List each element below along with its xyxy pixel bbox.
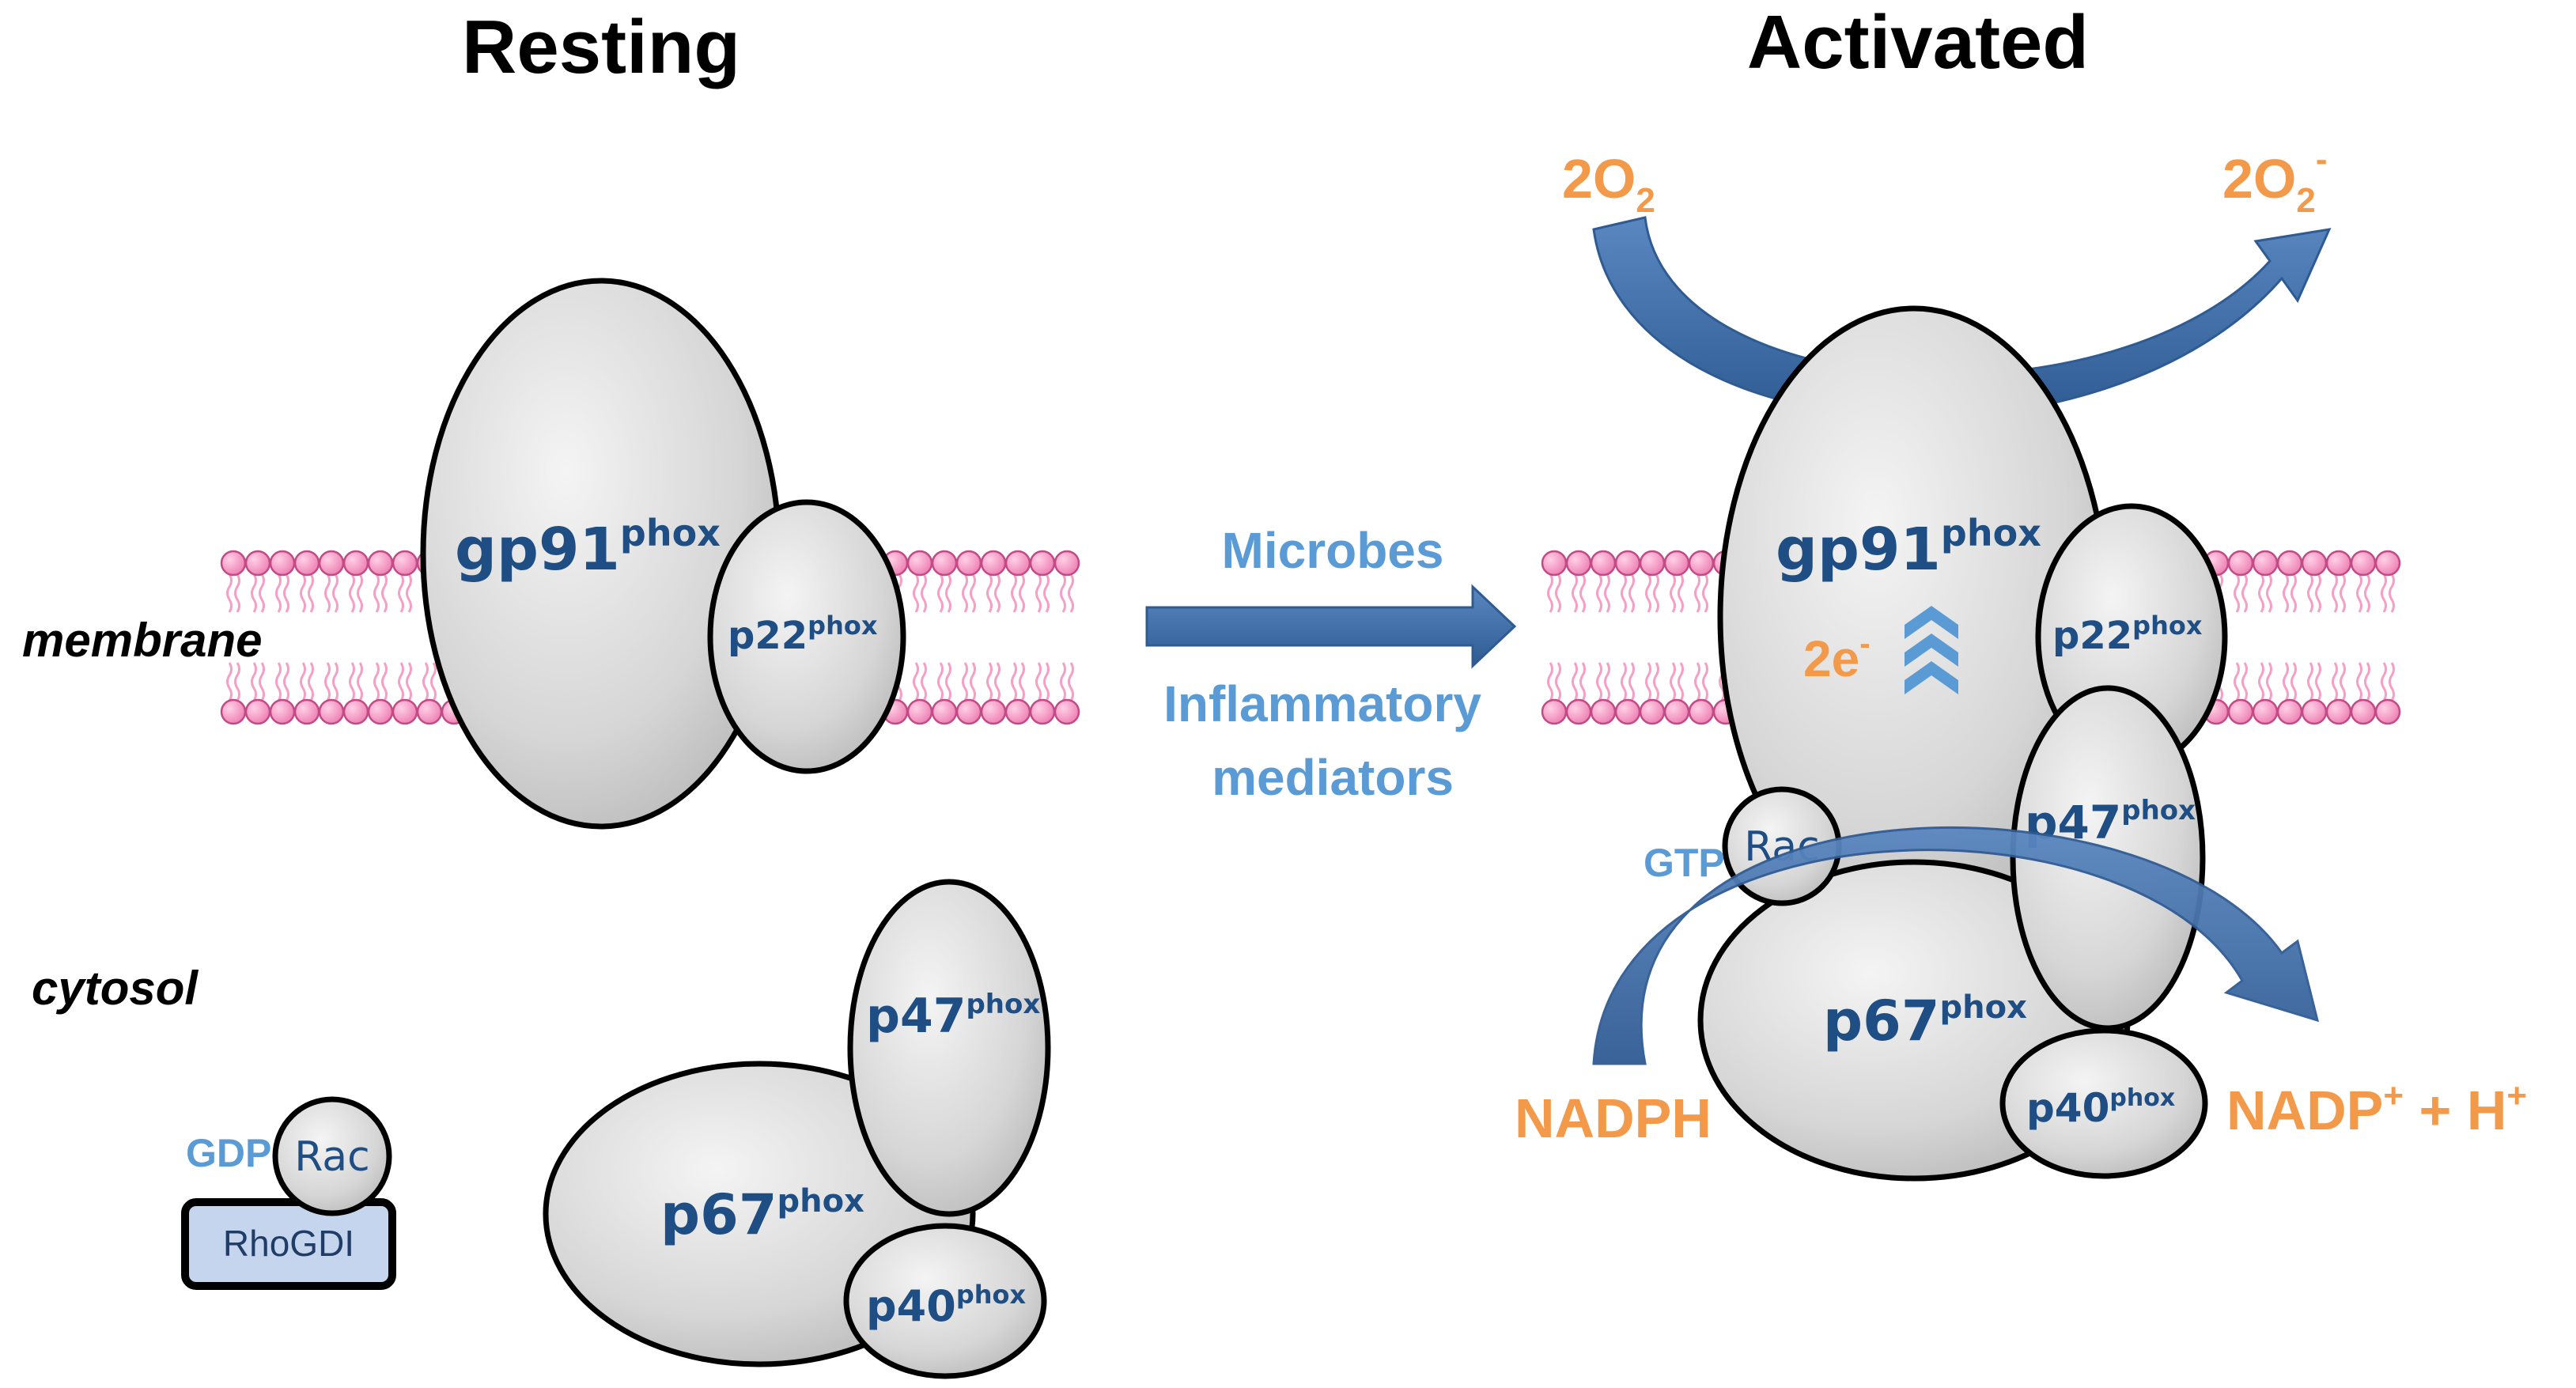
rhogdi-box bbox=[181, 1198, 396, 1290]
p67-label-activated: p67phox bbox=[1823, 989, 2027, 1053]
nadp-output: NADP+ + H+ bbox=[2226, 1076, 2527, 1141]
lipid-head bbox=[1004, 661, 1031, 725]
lipid-head bbox=[1590, 661, 1617, 725]
lipid-head bbox=[293, 550, 320, 614]
rhogdi-label: RhoGDI bbox=[223, 1223, 354, 1264]
lipid-head bbox=[293, 661, 320, 725]
p22-label-activated: p22phox bbox=[2052, 611, 2203, 658]
lipid-head bbox=[220, 661, 247, 725]
lipid-head bbox=[342, 550, 369, 614]
p40-subunit-activated bbox=[1999, 1027, 2208, 1179]
p67-label-resting: p67phox bbox=[660, 1182, 864, 1247]
p22-label-resting: p22phox bbox=[728, 611, 878, 658]
title-resting: Resting bbox=[462, 5, 740, 89]
lipid-head bbox=[244, 550, 271, 614]
oxygen-reduction-arrow bbox=[1592, 216, 2332, 419]
lipid-head bbox=[318, 550, 345, 614]
lipid-head bbox=[2350, 550, 2377, 614]
lipid-head bbox=[269, 550, 296, 614]
gp91-label-resting: gp91phox bbox=[455, 512, 721, 584]
gp91-label-activated: gp91phox bbox=[1776, 512, 2041, 584]
lipid-head bbox=[392, 661, 418, 725]
lipid-head bbox=[1688, 550, 1715, 614]
lipid-head bbox=[416, 661, 443, 725]
lipid-head bbox=[1053, 661, 1080, 725]
gtp-label: GTP bbox=[1644, 841, 1725, 885]
lipid-head bbox=[1639, 661, 1666, 725]
p47-subunit-resting bbox=[847, 879, 1051, 1217]
title-activated: Activated bbox=[1747, 0, 2089, 85]
activation-arrow bbox=[1145, 584, 1517, 669]
lipid-head bbox=[2252, 661, 2279, 725]
lipid-head bbox=[2301, 661, 2328, 725]
lipid-head bbox=[1639, 550, 1666, 614]
nadph-oxidation-arrow bbox=[1592, 826, 2320, 1065]
nadph-label: NADPH bbox=[1515, 1087, 1712, 1149]
electrons-label: 2e- bbox=[1803, 626, 1871, 687]
lipid-head bbox=[367, 661, 394, 725]
lipid-head bbox=[1663, 550, 1690, 614]
rac-subunit-resting bbox=[272, 1096, 392, 1216]
membrane-label: membrane bbox=[22, 614, 262, 667]
lipid-head bbox=[220, 550, 247, 614]
lipid-head bbox=[269, 661, 296, 725]
p40-label-activated: p40phox bbox=[2026, 1084, 2175, 1131]
lipid-head bbox=[931, 550, 958, 614]
lipid-head bbox=[980, 661, 1007, 725]
lipid-head bbox=[906, 661, 933, 725]
lipid-head bbox=[1590, 550, 1617, 614]
lipid-head bbox=[367, 550, 394, 614]
rac-label-resting: Rac bbox=[294, 1133, 369, 1181]
lipid-head bbox=[1029, 550, 1056, 614]
lipid-head bbox=[2276, 550, 2303, 614]
superoxide-output: 2O2- bbox=[2222, 140, 2328, 220]
lipid-head bbox=[2252, 550, 2279, 614]
electron-transfer-chevrons bbox=[1905, 606, 1958, 694]
cytosol-label: cytosol bbox=[32, 962, 199, 1015]
gdp-label: GDP bbox=[186, 1131, 271, 1175]
lipid-head bbox=[931, 661, 958, 725]
lipid-head bbox=[2301, 550, 2328, 614]
lipid-head bbox=[1565, 661, 1592, 725]
p47-label-resting: p47phox bbox=[866, 989, 1040, 1044]
lipid-head bbox=[2374, 661, 2401, 725]
oxygen-input: 2O2 bbox=[1562, 148, 1655, 220]
lipid-head bbox=[1004, 550, 1031, 614]
lipid-head bbox=[955, 550, 982, 614]
lipid-head bbox=[1541, 550, 1568, 614]
lipid-head bbox=[906, 550, 933, 614]
lipid-head bbox=[392, 550, 418, 614]
lipid-head bbox=[1614, 661, 1641, 725]
lipid-head bbox=[318, 661, 345, 725]
lipid-head bbox=[1565, 550, 1592, 614]
lipid-head bbox=[1053, 550, 1080, 614]
lipid-head bbox=[1663, 661, 1690, 725]
lipid-head bbox=[2227, 550, 2254, 614]
stimulus-inflammatory: Inflammatory bbox=[1163, 675, 1481, 732]
stimulus-microbes: Microbes bbox=[1222, 522, 1444, 579]
lipid-head bbox=[2227, 661, 2254, 725]
lipid-head bbox=[244, 661, 271, 725]
lipid-head bbox=[2325, 661, 2352, 725]
lipid-head bbox=[1688, 661, 1715, 725]
lipid-head bbox=[1541, 661, 1568, 725]
p22-subunit-resting bbox=[707, 499, 906, 774]
lipid-head bbox=[1029, 661, 1056, 725]
lipid-head bbox=[2350, 661, 2377, 725]
lipid-head bbox=[342, 661, 369, 725]
p40-label-resting: p40phox bbox=[866, 1280, 1026, 1331]
lipid-head bbox=[2374, 550, 2401, 614]
p40-subunit-resting bbox=[843, 1223, 1047, 1379]
lipid-head bbox=[2325, 550, 2352, 614]
lipid-head bbox=[2276, 661, 2303, 725]
lipid-head bbox=[1614, 550, 1641, 614]
stimulus-mediators: mediators bbox=[1212, 749, 1454, 806]
lipid-head bbox=[955, 661, 982, 725]
lipid-head bbox=[980, 550, 1007, 614]
